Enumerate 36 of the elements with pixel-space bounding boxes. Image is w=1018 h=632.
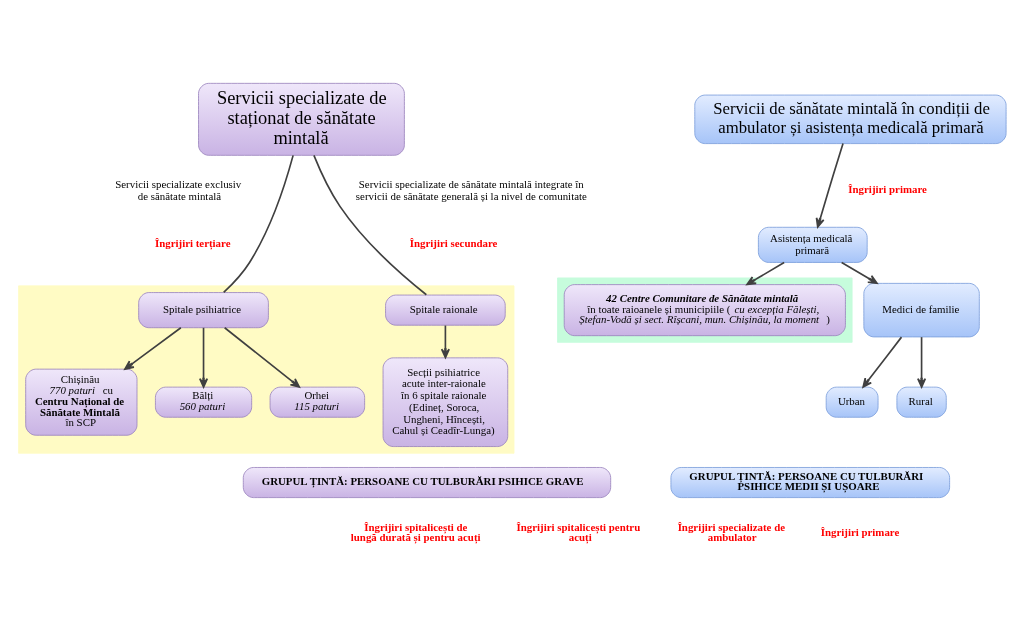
label: Îngrijiri spitalicești de lungă durată și pentru acuți xyxy=(350,520,481,544)
arrow xyxy=(223,326,301,388)
label: Îngrijiri secundare xyxy=(409,236,498,249)
label: Servicii specializate de sănătate mintală integrate în servicii de sănătate generală și la nivel de comunitate xyxy=(355,178,587,203)
label: Servicii specializate exclusiv de sănătate mintală xyxy=(115,178,242,203)
arrow xyxy=(440,324,450,359)
node-box: Secții psihiatrice acute inter-raionale în 6 spitale raionale (Edineț, Soroca, Ungheni, Hîncești, Cahul și Ceadîr-Lunga) xyxy=(382,357,509,447)
connector xyxy=(313,154,428,296)
node-box: GRUPUL ȚINTĂ: PERSOANE CU TULBURĂRI PSIHICE MEDII ȘI UȘOARE xyxy=(670,467,951,499)
node-box: Medici de familie xyxy=(863,282,980,338)
node-box: Servicii specializate de staționat de sănătate mintală xyxy=(198,82,405,156)
label: Îngrijiri primare xyxy=(820,525,900,538)
node-box: Urban xyxy=(825,386,879,418)
arrow xyxy=(815,142,844,228)
arrow xyxy=(840,261,878,285)
arrow xyxy=(198,326,209,388)
arrow xyxy=(862,336,903,388)
node-box: Servicii de sănătate mintală în condiții de ambulator și asistența medicală primară xyxy=(694,94,1007,144)
cluster xyxy=(18,285,515,454)
node-box: Spitale psihiatrice xyxy=(138,292,269,329)
label: Îngrijiri terțiare xyxy=(155,236,231,249)
node-box: Spitale raionale xyxy=(385,294,506,326)
node-box: GRUPUL ȚINTĂ: PERSOANE CU TULBURĂRI PSIHICE GRAVE xyxy=(242,467,612,499)
label: Îngrijiri primare xyxy=(848,183,927,196)
node-box: Chișinău 770 paturi cu Centru Național de Sănătate Mintală în SCP xyxy=(25,368,138,436)
node-box: 42 Centre Comunitare de Sănătate mintală în toate raioanele și municipiile (cu excepția Fălești, Ștefan-Vodă și sect. Rîșcani, mun. Chișinău, la moment) xyxy=(563,284,846,337)
connector xyxy=(222,154,294,294)
node-box: Bălți 560 paturi xyxy=(155,386,253,418)
node-box: Orhei 115 paturi xyxy=(269,386,366,418)
label: Îngrijiri spitalicești pentru acuți xyxy=(516,520,641,544)
arrow xyxy=(746,261,785,286)
node-box: Asistența medicală primară xyxy=(757,226,868,263)
node-box: Rural xyxy=(896,386,947,418)
arrow xyxy=(917,336,927,388)
arrow xyxy=(124,326,182,370)
label: Îngrijiri specializate de ambulator xyxy=(677,520,786,544)
